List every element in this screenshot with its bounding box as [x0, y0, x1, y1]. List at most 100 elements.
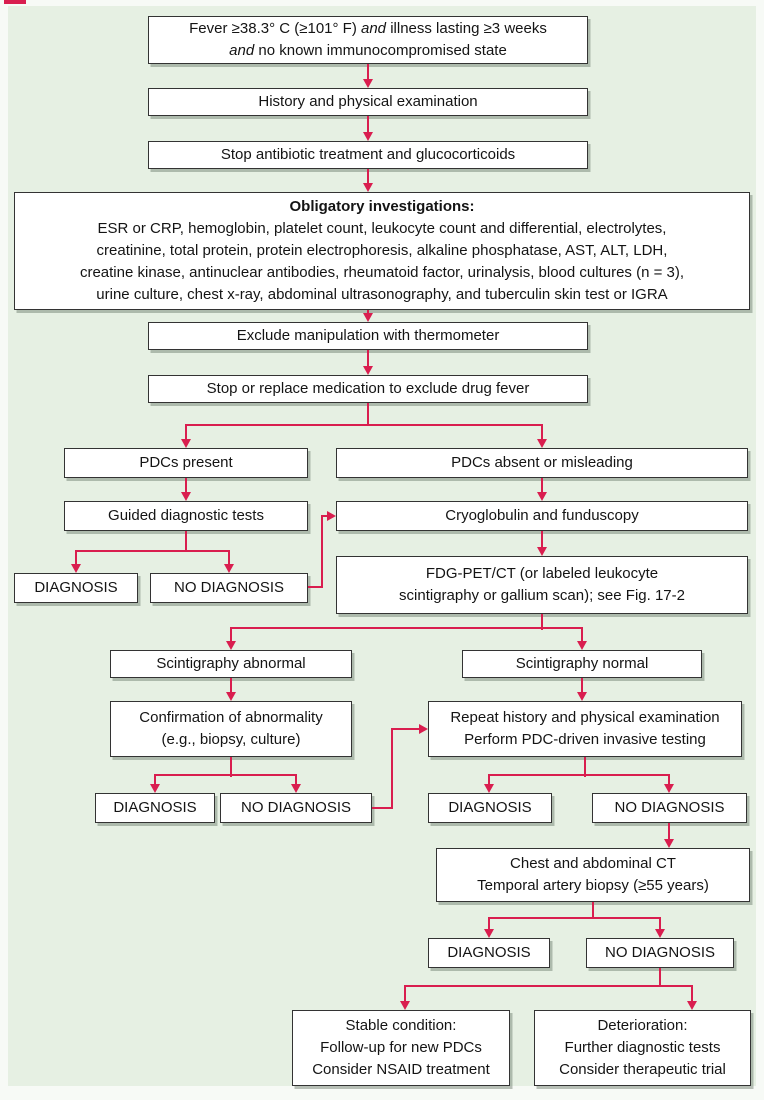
node-stop-replace-medication: Stop or replace medication to exclude dr…: [148, 375, 588, 403]
connector-split-pdcs-absent-arrowhead: [536, 439, 547, 448]
node-diagnosis-4: DIAGNOSIS: [428, 938, 550, 968]
connector-split-diagnosis4-line: [487, 917, 491, 930]
node-label: creatine kinase, antinuclear antibodies,…: [79, 264, 685, 281]
connector-nodiag1-elbow-bottom: [308, 585, 323, 589]
connector-split-nodiagnosis4-arrowhead: [654, 929, 665, 938]
connector-repeat-split-bar: [489, 773, 669, 777]
connector-present-guided-line: [184, 478, 188, 494]
node-label: Exclude manipulation with thermometer: [236, 327, 500, 344]
connector-cryoglobulin-fdg-arrowhead: [536, 547, 547, 556]
connector-obligatory-exclude-arrowhead: [362, 313, 373, 322]
node-title: Obligatory investigations:: [289, 198, 475, 215]
connector-split-nodiagnosis3-arrowhead: [663, 784, 674, 793]
connector-final-split-bar: [405, 984, 692, 988]
node-label: PDCs absent or misleading: [451, 454, 633, 471]
node-scintigraphy-abnormal: Scintigraphy abnormal: [110, 650, 352, 678]
connector-history-antibiotic-arrowhead: [362, 132, 373, 141]
connector-nodiag2-elbow-bottom: [372, 806, 393, 810]
connector-split-stable-arrowhead: [399, 1001, 410, 1010]
connector-split-deterioration-line: [690, 985, 694, 1002]
node-label: (e.g., biopsy, culture): [161, 731, 301, 748]
connector-split-scint-abnormal-line: [229, 627, 233, 642]
connector-history-antibiotic-line: [366, 116, 370, 134]
connector-chestct-split-stem: [591, 902, 595, 919]
connector-absent-cryoglobulin-arrowhead: [536, 492, 547, 501]
node-label: PDCs present: [139, 454, 233, 471]
node-label: NO DIAGNOSIS: [614, 799, 725, 816]
node-no-diagnosis-1: NO DIAGNOSIS: [150, 573, 308, 603]
connector-split-diagnosis2-arrowhead: [149, 784, 160, 793]
connector-absent-cryoglobulin-line: [540, 478, 544, 494]
connector-antibiotic-obligatory-arrowhead: [362, 183, 373, 192]
node-diagnosis-3: DIAGNOSIS: [428, 793, 552, 823]
node-label: FDG-PET/CT (or labeled leukocyte: [425, 565, 659, 582]
node-label: Chest and abdominal CT: [510, 855, 676, 872]
node-diagnosis-1: DIAGNOSIS: [14, 573, 138, 603]
connector-abnormal-confirmation-line: [229, 678, 233, 694]
connector-split-nodiagnosis4-line: [658, 917, 662, 930]
node-label: and no known immunocompromised state: [229, 42, 507, 59]
node-label: Stop antibiotic treatment and glucocorti…: [220, 146, 516, 163]
connector-fever-history-line: [366, 64, 370, 81]
node-fdg-pet-ct: FDG-PET/CT (or labeled leukocyte scintig…: [336, 556, 748, 614]
node-deterioration: Deterioration: Further diagnostic tests …: [534, 1010, 751, 1086]
connector-split-diagnosis1-line: [74, 550, 78, 564]
connector-replace-split-stem: [366, 403, 370, 426]
node-label: urine culture, chest x-ray, abdominal ul…: [96, 286, 668, 303]
connector-nodiag3-chestct-arrowhead: [663, 839, 674, 848]
node-label: Consider NSAID treatment: [312, 1061, 490, 1078]
node-obligatory-investigations: Obligatory investigations: ESR or CRP, h…: [14, 192, 750, 310]
node-label: Stable condition:: [345, 1017, 457, 1034]
connector-nodiag1-elbow-top: [321, 514, 327, 518]
node-label: DIAGNOSIS: [113, 799, 197, 816]
node-label: DIAGNOSIS: [447, 944, 531, 961]
node-no-diagnosis-4: NO DIAGNOSIS: [586, 938, 734, 968]
connector-split-diagnosis4-arrowhead: [483, 929, 494, 938]
connector-nodiag2-elbow-riser: [390, 727, 394, 809]
connector-split-diagnosis2-line: [153, 774, 157, 785]
connector-split-scint-normal-line: [580, 627, 584, 642]
connector-split-nodiagnosis3-line: [667, 774, 671, 785]
connector-fdg-split-stem: [540, 614, 544, 630]
connector-normal-repeat-line: [580, 678, 584, 694]
node-label: NO DIAGNOSIS: [240, 799, 352, 816]
connector-nodiag2-elbow-top: [391, 727, 419, 731]
node-stable-condition: Stable condition: Follow-up for new PDCs…: [292, 1010, 510, 1086]
node-label: Fever ≥38.3° C (≥101° F) and illness las…: [189, 20, 547, 37]
node-label: Further diagnostic tests: [564, 1039, 721, 1056]
node-label: Consider therapeutic trial: [559, 1061, 726, 1078]
node-exclude-thermometer: Exclude manipulation with thermometer: [148, 322, 588, 350]
connector-pdc-split-bar: [186, 423, 542, 427]
connector-split-diagnosis1-arrowhead: [70, 564, 81, 573]
node-label: NO DIAGNOSIS: [604, 944, 716, 961]
connector-scintigraphy-split-bar: [231, 626, 582, 630]
node-label: History and physical examination: [258, 93, 478, 110]
connector-split-scint-normal-arrowhead: [576, 641, 587, 650]
node-label: Follow-up for new PDCs: [320, 1039, 482, 1056]
connector-split-diagnosis3-line: [487, 774, 491, 785]
node-history-physical: History and physical examination: [148, 88, 588, 116]
connector-nodiag1-cryoglobulin-arrowhead: [327, 510, 336, 521]
node-guided-tests: Guided diagnostic tests: [64, 501, 308, 531]
connector-nodiag3-chestct-line: [667, 823, 671, 841]
connector-repeat-split-stem: [583, 757, 587, 777]
node-confirmation-abnormality: Confirmation of abnormality (e.g., biops…: [110, 701, 352, 757]
node-stop-antibiotics: Stop antibiotic treatment and glucocorti…: [148, 141, 588, 169]
node-label: Scintigraphy abnormal: [156, 655, 306, 672]
node-label: Perform PDC-driven invasive testing: [464, 731, 706, 748]
connector-obligatory-exclude-line: [366, 310, 370, 315]
node-pdcs-absent: PDCs absent or misleading: [336, 448, 748, 478]
node-diagnosis-2: DIAGNOSIS: [95, 793, 215, 823]
connector-confirmation-split-stem: [229, 757, 233, 777]
connector-antibiotic-obligatory-line: [366, 169, 370, 185]
connector-exclude-replace-arrowhead: [362, 366, 373, 375]
connector-split-pdcs-present-arrowhead: [180, 439, 191, 448]
node-label: DIAGNOSIS: [34, 579, 118, 596]
node-label: creatinine, total protein, protein elect…: [96, 242, 668, 259]
connector-normal-repeat-arrowhead: [576, 692, 587, 701]
node-label: Deterioration:: [597, 1017, 688, 1034]
connector-split-pdcs-absent-line: [540, 424, 544, 440]
node-repeat-history: Repeat history and physical examination …: [428, 701, 742, 757]
node-cryoglobulin-funduscopy: Cryoglobulin and funduscopy: [336, 501, 748, 531]
